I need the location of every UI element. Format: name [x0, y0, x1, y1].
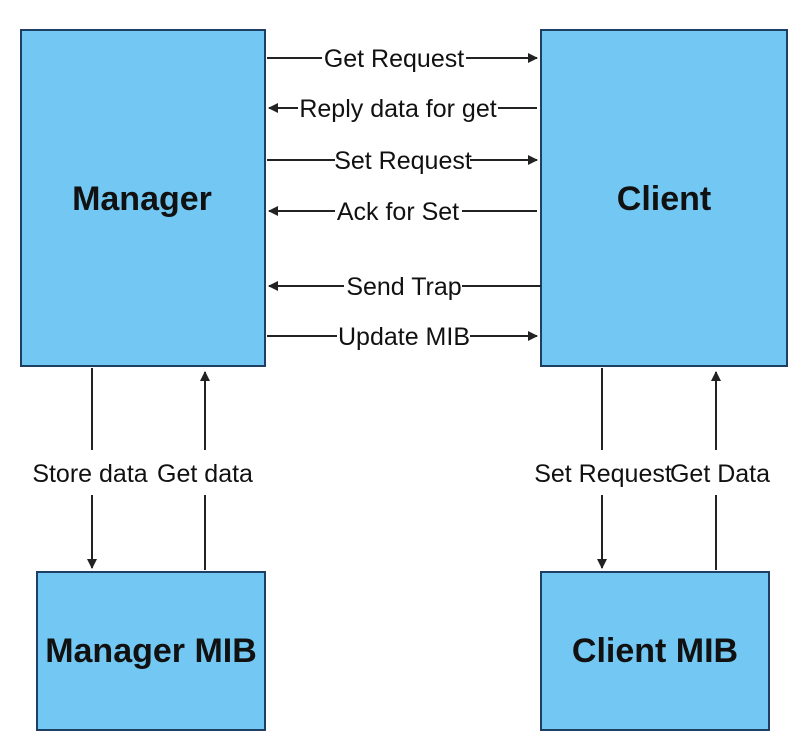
ack-for-set-label: Ack for Set	[337, 198, 459, 226]
manager-store-data-arrow: Store data	[32, 368, 148, 569]
update-mib-arrow: Update MIB	[267, 323, 538, 351]
client-set-request-label: Set Request	[534, 460, 672, 488]
reply-data-for-get-arrow: Reply data for get	[268, 95, 537, 123]
manager-get-data-label: Get data	[157, 460, 253, 488]
manager-label: Manager	[72, 180, 212, 218]
update-mib-label: Update MIB	[338, 323, 470, 351]
manager-get-data-arrow: Get data	[157, 371, 253, 570]
manager-store-data-label: Store data	[32, 460, 147, 488]
send-trap-arrow: Send Trap	[268, 273, 541, 301]
get-request-label: Get Request	[324, 45, 464, 73]
client-mib-label: Client MIB	[572, 632, 738, 670]
manager-mib-label: Manager MIB	[45, 632, 257, 670]
client-get-data-arrow: Get Data	[670, 371, 770, 570]
client-label: Client	[617, 180, 711, 218]
reply-data-for-get-label: Reply data for get	[299, 95, 496, 123]
client-mib-box	[540, 571, 770, 731]
set-request-label: Set Request	[334, 147, 472, 175]
client-get-data-label: Get Data	[670, 460, 770, 488]
send-trap-label: Send Trap	[346, 273, 461, 301]
manager-mib-box	[36, 571, 266, 731]
client-box	[540, 29, 788, 367]
ack-for-set-arrow: Ack for Set	[268, 198, 537, 226]
manager-box	[20, 29, 266, 367]
get-request-arrow: Get Request	[267, 45, 538, 73]
client-set-request-arrow: Set Request	[534, 368, 672, 569]
set-request-arrow: Set Request	[267, 147, 538, 175]
